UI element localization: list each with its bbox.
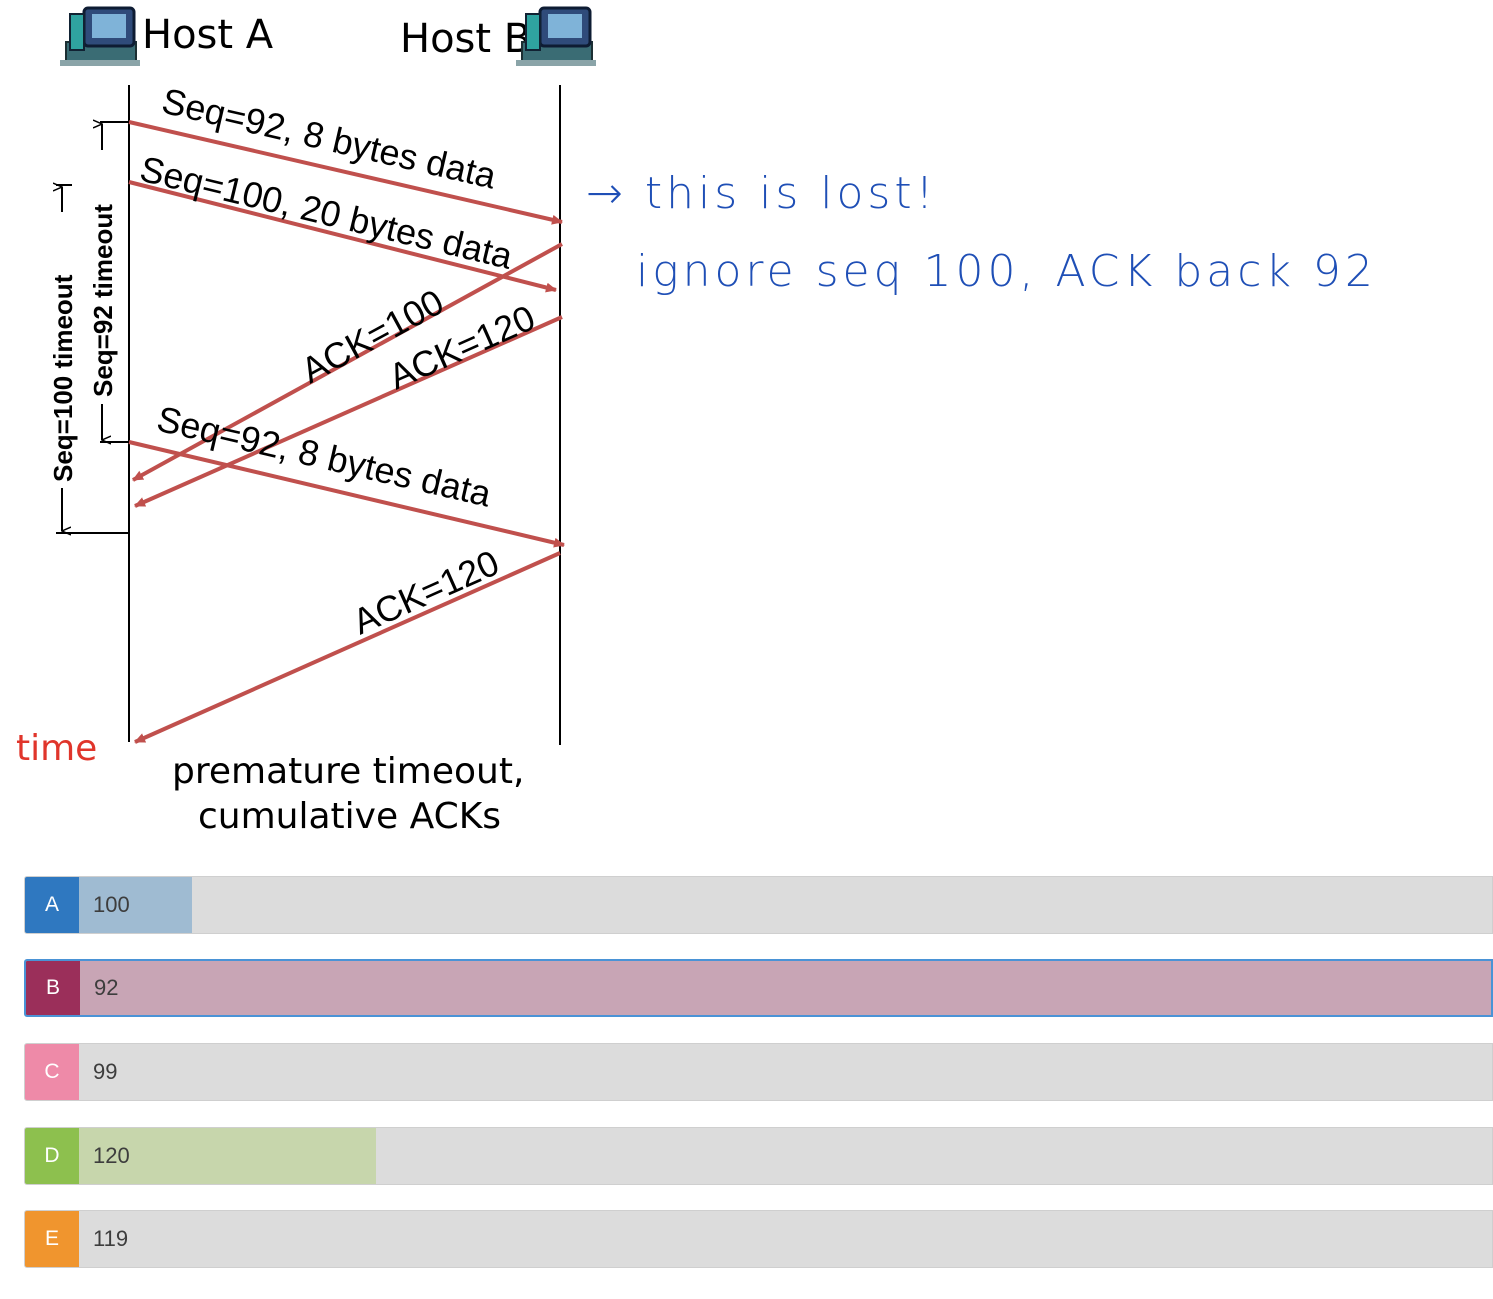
- option-value: 92: [94, 975, 119, 1000]
- option-value: 99: [93, 1059, 118, 1084]
- option-value: 100: [93, 892, 130, 917]
- host-b-label: Host B: [400, 16, 531, 62]
- option-letter: E: [25, 1211, 79, 1267]
- seq100-timeout-label: Seq=100 timeout: [48, 274, 78, 482]
- poll-option-c[interactable]: C 99: [24, 1043, 1493, 1101]
- option-value: 119: [93, 1226, 129, 1251]
- poll-option-b[interactable]: B 92: [24, 959, 1493, 1017]
- option-letter: D: [25, 1128, 79, 1184]
- result-fill-bar: [80, 961, 1491, 1015]
- ack100-arrow: [132, 242, 563, 482]
- seq92-retransmit-label: Seq=92, 8 bytes data: [153, 398, 496, 515]
- option-letter: B: [26, 961, 80, 1015]
- seq92-retransmit-arrow: [128, 440, 565, 548]
- seq92-timeout-bracket: [100, 122, 129, 442]
- host-a-label: Host A: [142, 12, 274, 58]
- annotation-lost-note: → this is lost!: [586, 168, 938, 219]
- ack120-first-arrow: [134, 315, 563, 508]
- seq92-timeout-label: Seq=92 timeout: [88, 204, 118, 397]
- ack120-final-arrow: [134, 551, 561, 744]
- poll-option-e[interactable]: E 119: [24, 1210, 1493, 1268]
- option-value: 120: [93, 1143, 130, 1168]
- time-axis-label: time: [16, 728, 97, 769]
- option-letter: C: [25, 1044, 79, 1100]
- annotation-ignore-note: ignore seq 100, ACK back 92: [636, 246, 1377, 297]
- result-fill-bar: [79, 1128, 376, 1184]
- seq92-arrow: [128, 120, 563, 225]
- option-letter: A: [25, 877, 79, 933]
- seq100-timeout-bracket: [56, 185, 129, 533]
- caption-line-2: cumulative ACKs: [198, 796, 501, 837]
- result-fill-bar: [79, 877, 192, 933]
- ack120-final-label: ACK=120: [347, 542, 505, 643]
- seq100-arrow: [128, 180, 557, 293]
- caption-line-1: premature timeout,: [172, 751, 524, 792]
- poll-option-d[interactable]: D 120: [24, 1127, 1493, 1185]
- host-a-computer-icon: [60, 6, 140, 66]
- tcp-timing-diagram: Host A Host B Seq=92, 8 bytes data Seq=1…: [16, 6, 596, 837]
- host-b-computer-icon: [516, 6, 596, 66]
- poll-option-a[interactable]: A 100: [24, 876, 1493, 934]
